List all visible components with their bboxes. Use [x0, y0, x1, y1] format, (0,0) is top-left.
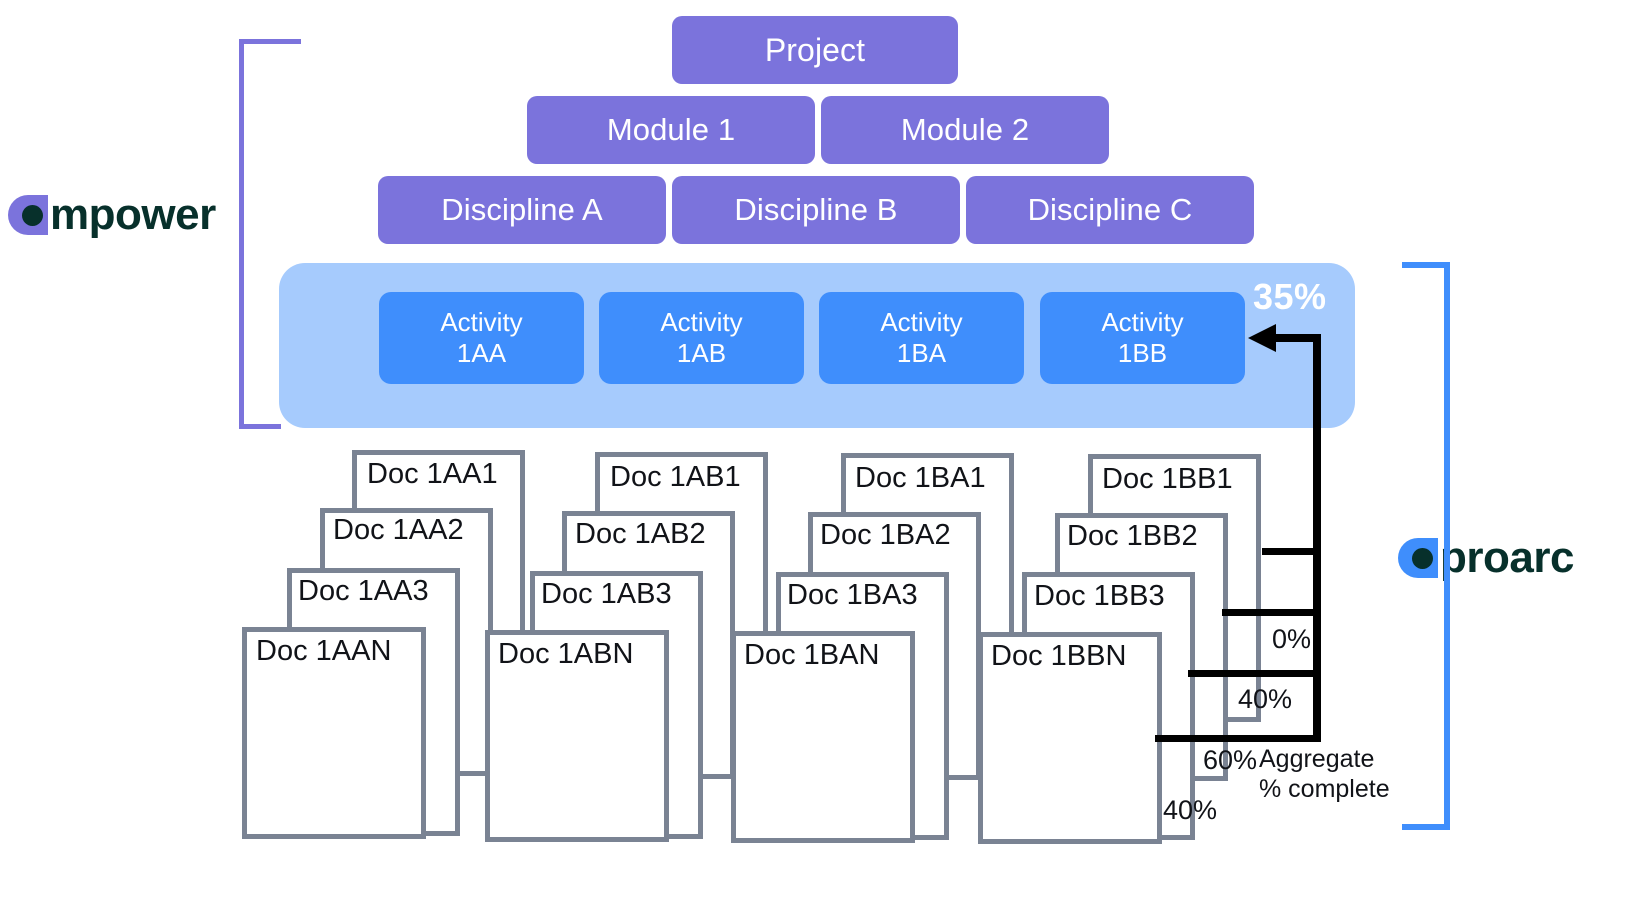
node-discipline-c-label: Discipline C — [1027, 192, 1193, 227]
mpower-bracket-spine — [239, 39, 244, 429]
doc-label-1ba1: Doc 1BA1 — [855, 462, 986, 494]
doc-label-1aa3: Doc 1AA3 — [298, 575, 429, 607]
doc-percent-0: 0% — [1272, 624, 1312, 654]
proarc-logo: proarc — [1398, 533, 1574, 583]
mpower-wordmark: mpower — [50, 190, 216, 239]
rollup-arrow-shaft — [1262, 334, 1321, 342]
aggregate-caption: Aggregate % complete — [1259, 745, 1390, 803]
doc-label-1ab3: Doc 1AB3 — [541, 578, 672, 610]
node-module-1-label: Module 1 — [606, 112, 736, 147]
doc-label-1aan: Doc 1AAN — [256, 635, 392, 667]
rollup-spine — [1313, 338, 1321, 742]
node-activity-1aa[interactable]: Activity 1AA — [379, 292, 584, 384]
rollup-rule-doc4 — [1155, 735, 1321, 742]
doc-card-1bbn[interactable] — [978, 632, 1162, 844]
node-activity-1bb-line2: 1BB — [1117, 338, 1168, 368]
node-discipline-a[interactable]: Discipline A — [378, 176, 666, 244]
node-project[interactable]: Project — [672, 16, 958, 84]
node-activity-1bb[interactable]: Activity 1BB — [1040, 292, 1245, 384]
node-activity-1aa-line1: Activity — [440, 307, 523, 338]
node-discipline-a-label: Discipline A — [441, 192, 603, 227]
node-module-1[interactable]: Module 1 — [527, 96, 815, 164]
doc-label-1bb1: Doc 1BB1 — [1102, 463, 1233, 495]
node-activity-1aa-line2: 1AA — [456, 338, 507, 368]
node-discipline-b[interactable]: Discipline B — [672, 176, 960, 244]
rollup-arrow-head-icon — [1248, 324, 1276, 352]
doc-label-1bb3: Doc 1BB3 — [1034, 580, 1165, 612]
doc-percent-1: 40% — [1238, 684, 1293, 714]
mpower-bracket-bottom — [239, 424, 281, 429]
doc-label-1bb2: Doc 1BB2 — [1067, 520, 1198, 552]
proarc-wordmark: proarc — [1440, 533, 1574, 582]
node-activity-1ba[interactable]: Activity 1BA — [819, 292, 1024, 384]
doc-label-1aa1: Doc 1AA1 — [367, 458, 498, 490]
node-activity-1ba-line2: 1BA — [896, 338, 947, 368]
node-activity-1ab[interactable]: Activity 1AB — [599, 292, 804, 384]
rollup-rule-doc1 — [1262, 548, 1321, 555]
rollup-rule-doc2 — [1222, 609, 1321, 616]
doc-label-1ab2: Doc 1AB2 — [575, 518, 706, 550]
node-module-2[interactable]: Module 2 — [821, 96, 1109, 164]
doc-label-1ban: Doc 1BAN — [744, 639, 880, 671]
proarc-mark-icon — [1398, 538, 1438, 578]
node-discipline-b-label: Discipline B — [734, 192, 898, 227]
node-activity-1ba-line1: Activity — [880, 307, 963, 338]
doc-card-1abn[interactable] — [485, 630, 669, 842]
mpower-mark-icon — [8, 195, 48, 235]
proarc-bracket-bottom — [1402, 824, 1450, 830]
doc-percent-3: 40% — [1163, 795, 1218, 825]
proarc-bracket-top — [1402, 262, 1450, 268]
doc-percent-2: 60% — [1203, 745, 1258, 775]
proarc-bracket-spine — [1444, 262, 1450, 830]
node-discipline-c[interactable]: Discipline C — [966, 176, 1254, 244]
node-activity-1ab-line1: Activity — [660, 307, 743, 338]
node-activity-1ab-line2: 1AB — [676, 338, 727, 368]
rollup-rule-doc3 — [1188, 670, 1321, 677]
doc-card-1aan[interactable] — [242, 627, 426, 839]
node-module-2-label: Module 2 — [900, 112, 1030, 147]
mpower-logo: mpower — [8, 190, 216, 240]
doc-label-1ab1: Doc 1AB1 — [610, 461, 741, 493]
mpower-bracket-top — [239, 39, 301, 44]
node-activity-1bb-line1: Activity — [1101, 307, 1184, 338]
doc-label-1ba3: Doc 1BA3 — [787, 579, 918, 611]
node-project-label: Project — [764, 31, 866, 68]
doc-card-1ban[interactable] — [731, 631, 915, 843]
activity-aggregate-percent: 35% — [1253, 276, 1327, 317]
doc-label-1aa2: Doc 1AA2 — [333, 514, 464, 546]
doc-label-1abn: Doc 1ABN — [498, 638, 634, 670]
doc-label-1ba2: Doc 1BA2 — [820, 519, 951, 551]
doc-label-1bbn: Doc 1BBN — [991, 640, 1127, 672]
